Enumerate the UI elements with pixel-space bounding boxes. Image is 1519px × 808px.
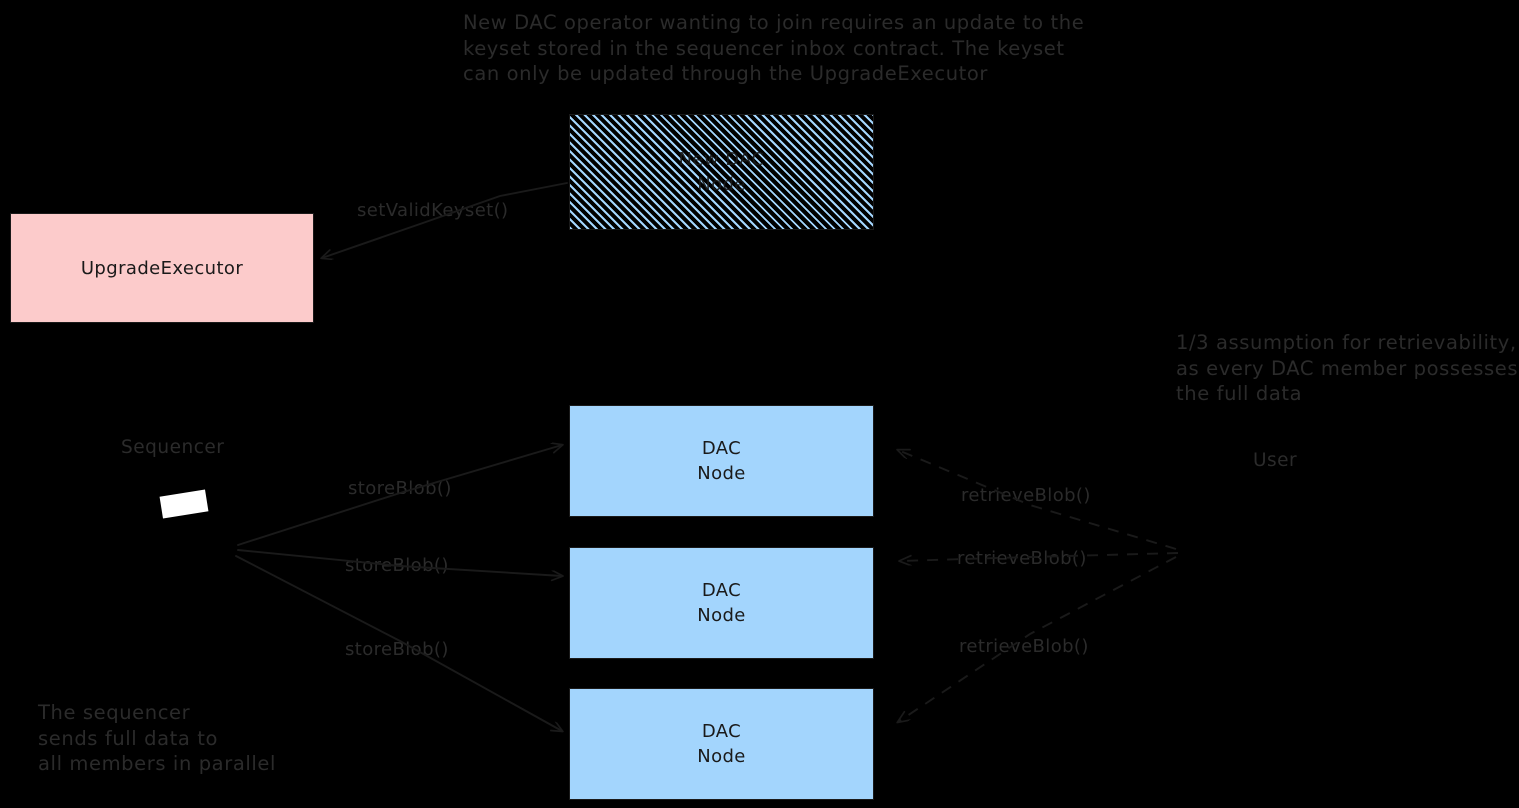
edge-label-retrieve-blob-1: retrieveBlob() [961, 485, 1091, 506]
node-dac-node-3[interactable]: DAC Node [569, 688, 874, 800]
node-dac-node-2[interactable]: DAC Node [569, 547, 874, 659]
node-dac-node-1-line1: DAC [701, 438, 742, 459]
node-dac-node-3-line1: DAC [701, 721, 742, 742]
edge-label-store-blob-3: storeBlob() [345, 639, 449, 660]
edge-label-retrieve-blob-2: retrieveBlob() [957, 548, 1087, 569]
sequencer-icon [159, 489, 209, 519]
edge-label-store-blob-1: storeBlob() [348, 478, 452, 499]
edge-label-set-valid-keyset: setValidKeyset() [357, 200, 509, 221]
note-new-dac-operator: New DAC operator wanting to join require… [463, 11, 1085, 85]
note-retrievability-assumption: 1/3 assumption for retrievability, as ev… [1176, 331, 1519, 405]
node-dac-node-2-line1: DAC [701, 580, 742, 601]
note-sequencer-parallel: The sequencer sends full data to all mem… [38, 701, 277, 775]
node-new-dac-node-line1: New DAC [678, 149, 765, 170]
edge-label-store-blob-2: storeBlob() [345, 555, 449, 576]
node-new-dac-node-line2: Node [697, 174, 746, 195]
node-upgrade-executor[interactable]: UpgradeExecutor [10, 213, 314, 323]
node-upgrade-executor-label: UpgradeExecutor [80, 257, 244, 279]
node-dac-node-3-line2: Node [697, 746, 746, 767]
actor-label-sequencer: Sequencer [121, 437, 225, 458]
node-dac-node-1[interactable]: DAC Node [569, 405, 874, 517]
node-new-dac-node[interactable]: New DAC Node [569, 114, 874, 230]
node-dac-node-1-line2: Node [697, 463, 746, 484]
node-dac-node-2-line2: Node [697, 605, 746, 626]
actor-label-user: User [1253, 450, 1298, 471]
edge-label-retrieve-blob-3: retrieveBlob() [959, 636, 1089, 657]
